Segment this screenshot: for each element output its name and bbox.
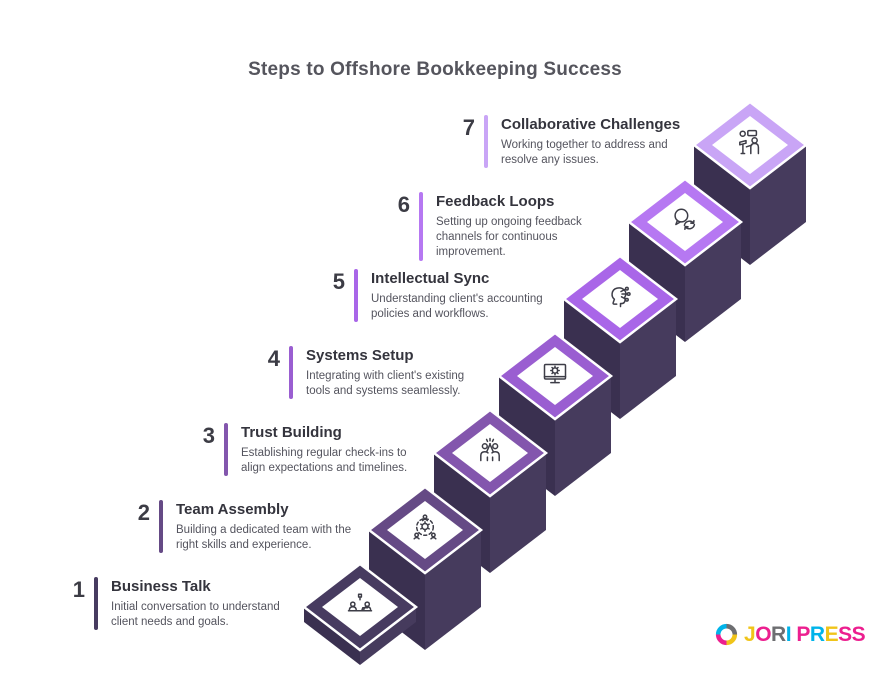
block-right-face <box>555 376 611 496</box>
block-right-face <box>620 299 676 419</box>
step-accent-bar <box>289 346 293 400</box>
joripress-logo: JORI PRESS <box>713 621 866 648</box>
step-accent-bar <box>224 423 228 477</box>
step-accent-bar <box>419 192 423 261</box>
collaboration-icon <box>739 129 760 155</box>
step-accent-bar <box>159 500 163 554</box>
diamond-center <box>647 193 723 251</box>
feedback-icon <box>674 208 696 231</box>
step-title: Systems Setup <box>306 347 414 364</box>
step-accent-bar <box>94 577 98 631</box>
step-1: 1 Business Talk Initial conversation to … <box>55 577 293 631</box>
high-five-icon <box>480 437 500 462</box>
step-block-1 <box>301 562 419 665</box>
step-text-block: Team Assembly Building a dedicated team … <box>176 500 361 553</box>
block-right-face <box>685 222 741 342</box>
step-description: Understanding client's accounting polici… <box>371 293 543 321</box>
step-text-block: Feedback Loops Setting up ongoing feedba… <box>436 192 588 261</box>
step-title: Feedback Loops <box>436 193 555 210</box>
step-text-block: Systems Setup Integrating with client's … <box>306 346 481 399</box>
logo-text: JORI PRESS <box>744 623 866 646</box>
team-network-icon <box>413 514 437 540</box>
diamond-center <box>322 578 398 636</box>
step-7: 7 Collaborative Challenges Working toget… <box>445 115 680 169</box>
step-block-6 <box>626 177 744 342</box>
step-title: Intellectual Sync <box>371 270 490 287</box>
meeting-icon <box>347 593 373 612</box>
block-right-face <box>490 453 546 573</box>
step-text-block: Business Talk Initial conversation to un… <box>111 577 293 630</box>
diamond-center <box>582 270 658 328</box>
step-description: Initial conversation to understand clien… <box>111 601 280 629</box>
step-description: Building a dedicated team with the right… <box>176 524 352 552</box>
mind-sync-icon <box>611 286 631 308</box>
step-title: Team Assembly <box>176 501 289 518</box>
page-title: Steps to Offshore Bookkeeping Success <box>248 58 622 80</box>
step-title: Trust Building <box>241 424 342 441</box>
step-number: 1 <box>72 577 85 602</box>
step-description: Setting up ongoing feedback channels for… <box>436 216 582 259</box>
step-4: 4 Systems Setup Integrating with client'… <box>250 346 481 400</box>
step-number: 2 <box>137 500 150 525</box>
step-text-block: Collaborative Challenges Working togethe… <box>501 115 680 168</box>
step-number: 3 <box>202 423 215 448</box>
step-number: 4 <box>267 346 280 371</box>
logo-swirl-icon <box>715 623 738 646</box>
step-2: 2 Team Assembly Building a dedicated tea… <box>120 500 361 554</box>
step-title: Collaborative Challenges <box>501 116 681 133</box>
block-right-face <box>750 145 806 265</box>
step-text-block: Intellectual Sync Understanding client's… <box>371 269 556 322</box>
step-accent-bar <box>354 269 358 323</box>
diamond-center <box>452 424 528 482</box>
step-description: Establishing regular check-ins to align … <box>241 447 408 475</box>
step-text-block: Trust Building Establishing regular chec… <box>241 423 423 476</box>
step-accent-bar <box>484 115 488 169</box>
block-left-face <box>304 607 360 665</box>
step-description: Working together to address and resolve … <box>501 139 668 167</box>
step-3: 3 Trust Building Establishing regular ch… <box>185 423 423 477</box>
step-number: 7 <box>462 115 475 140</box>
step-number: 6 <box>397 192 410 217</box>
step-6: 6 Feedback Loops Setting up ongoing feed… <box>380 192 588 261</box>
step-5: 5 Intellectual Sync Understanding client… <box>315 269 556 323</box>
step-title: Business Talk <box>111 578 211 595</box>
step-description: Integrating with client's existing tools… <box>306 370 465 398</box>
block-right-face <box>425 530 481 650</box>
step-number: 5 <box>332 269 345 294</box>
block-right-face <box>360 607 416 665</box>
monitor-gear-icon <box>543 363 567 384</box>
